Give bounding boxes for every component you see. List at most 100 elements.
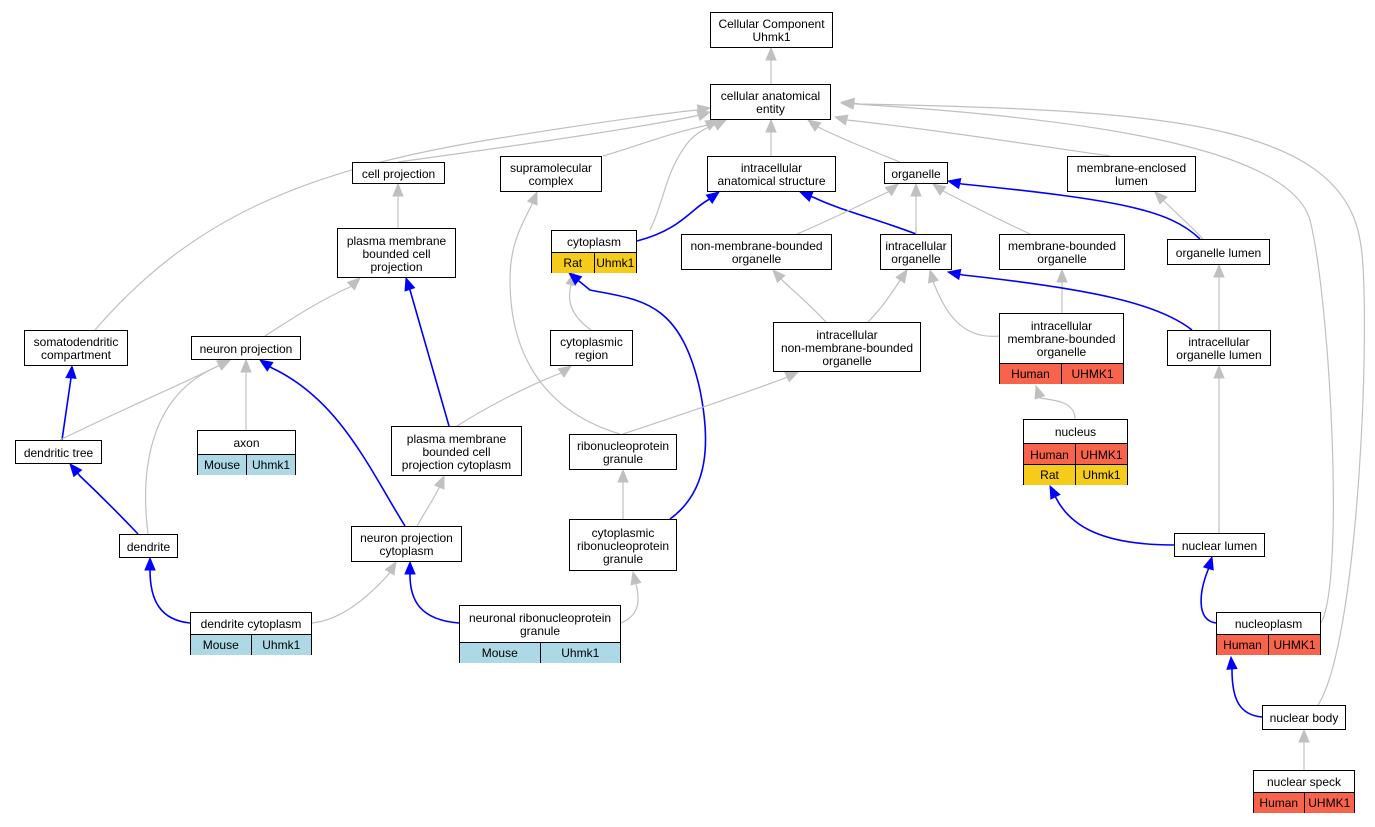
node-crnpg[interactable]: cytoplasmic ribonucleoprotein granule [569, 519, 677, 571]
node-label: cellular anatomical entity [720, 89, 821, 116]
arrowhead-icon [833, 114, 849, 126]
arrowhead-icon [765, 118, 777, 133]
node-io[interactable]: intracellular organelle [880, 234, 952, 270]
edge-nmbo-to-organelle [796, 183, 900, 235]
arrowhead-icon [240, 358, 252, 373]
node-label: cytoplasmic region [560, 335, 623, 362]
arrowhead-icon [1056, 268, 1068, 283]
node-organelle[interactable]: organelle [884, 162, 948, 184]
edge-dendrite-to-dtree [69, 463, 139, 535]
node-ol[interactable]: organelle lumen [1167, 239, 1270, 265]
edge-nrnpg-to-crnpg [620, 570, 642, 624]
node-inmbo[interactable]: intracellular non-membrane-bounded organ… [773, 322, 921, 372]
edge-crnpg-to-cytoplasm [567, 272, 707, 520]
node-label: somatodendritic compartment [33, 335, 119, 362]
arrowhead-icon [404, 276, 416, 292]
arrowhead-icon [144, 556, 156, 571]
edge-ias-to-cae [765, 118, 777, 156]
node-iol[interactable]: intracellular organelle lumen [1167, 330, 1271, 366]
edge-rnpg-to-inmbo [622, 371, 800, 435]
edge-nlumen-to-iol [1213, 364, 1225, 533]
node-label: ribonucleoprotein granule [576, 439, 670, 466]
edge-iol-to-ol [1213, 263, 1225, 330]
node-label: neuron projection [199, 341, 293, 356]
node-mbo[interactable]: membrane-bounded organelle [999, 234, 1125, 270]
node-label: intracellular non-membrane-bounded organ… [780, 327, 914, 368]
arrowhead-icon [931, 183, 947, 196]
node-nmbo[interactable]: non-membrane-bounded organelle [681, 234, 832, 270]
node-ias[interactable]: intracellular anatomical structure [707, 156, 836, 192]
edge-nbody-to-cae [840, 97, 1365, 706]
gene-cell: Uhmk1 [539, 643, 621, 663]
node-label: plasma membrane bounded cell projection [346, 233, 447, 274]
node-mel[interactable]: membrane-enclosed lumen [1067, 156, 1196, 192]
node-label: axon [233, 435, 260, 450]
arrowhead-icon [1154, 191, 1168, 205]
arrowhead-icon [1226, 655, 1238, 670]
edge-cellproj-to-cae [397, 110, 712, 163]
arrowhead-icon [1213, 364, 1225, 379]
node-cregion[interactable]: cytoplasmic region [550, 330, 633, 366]
arrowhead-icon [1213, 263, 1225, 278]
node-nlumen[interactable]: nuclear lumen [1174, 533, 1265, 557]
node-label: intracellular anatomical structure [717, 161, 826, 188]
node-pmbcp[interactable]: plasma membrane bounded cell projection [337, 228, 456, 278]
node-label: neuron projection cytoplasm [360, 531, 453, 558]
arrowhead-icon [705, 191, 721, 205]
node-dtree[interactable]: dendritic tree [15, 440, 102, 464]
edge-supramol-to-cae [602, 119, 720, 157]
arrowhead-icon [910, 182, 922, 197]
node-np[interactable]: neuron projection [191, 336, 301, 360]
edge-ol-to-mel [1154, 191, 1204, 240]
node-label: organelle lumen [1175, 245, 1262, 260]
node-imbo[interactable]: intracellular membrane-bounded organelle… [999, 313, 1124, 384]
node-label: intracellular organelle lumen [1176, 335, 1262, 362]
species-cell: Rat [563, 256, 583, 270]
edge-pmbcpc-to-cregion [456, 365, 573, 427]
node-npc[interactable]: neuron projection cytoplasm [351, 526, 462, 562]
edge-cytoplasm-to-cae [649, 119, 728, 231]
node-label: nucleoplasm [1234, 616, 1303, 631]
arrowhead-icon [404, 560, 416, 575]
node-supramol[interactable]: supramolecular complex [500, 156, 602, 192]
gene-cell: UHMK1 [1061, 364, 1123, 384]
node-nbody[interactable]: nuclear body [1262, 705, 1346, 730]
gene-cell: Uhmk1 [250, 635, 312, 655]
edge-dtree-to-sdc [61, 364, 77, 441]
edge-io-to-organelle [910, 182, 922, 234]
edge-npc-to-np [258, 359, 406, 527]
edge-imbo-to-io [927, 268, 1001, 337]
arrowhead-icon [346, 277, 361, 291]
species-cell: Human [1223, 638, 1262, 652]
arrowhead-icon [567, 272, 583, 286]
edge-cytoplasm-to-ias [636, 191, 721, 242]
node-rnpg[interactable]: ribonucleoprotein granule [569, 434, 677, 470]
arrowhead-icon [1049, 484, 1061, 500]
arrowhead-icon [765, 46, 777, 61]
node-pmbcpc[interactable]: plasma membrane bounded cell projection … [391, 426, 522, 476]
edge-dtree-to-np [59, 359, 232, 441]
node-sdc[interactable]: somatodendritic compartment [24, 330, 128, 366]
arrowhead-icon [258, 359, 274, 372]
node-cae[interactable]: cellular anatomical entity [710, 84, 831, 120]
node-cellproj[interactable]: cell projection [352, 162, 445, 184]
species-cell: Mouse [481, 646, 518, 660]
node-dendrite[interactable]: dendrite [119, 534, 178, 558]
edge-pmbcpc-to-pmbcp [404, 276, 450, 427]
edge-nucleus-to-imbo [1034, 384, 1076, 420]
node-cc_root[interactable]: Cellular Component Uhmk1 [710, 12, 833, 48]
arrowhead-icon [65, 364, 77, 379]
edge-imbo-to-mbo [1056, 268, 1068, 313]
